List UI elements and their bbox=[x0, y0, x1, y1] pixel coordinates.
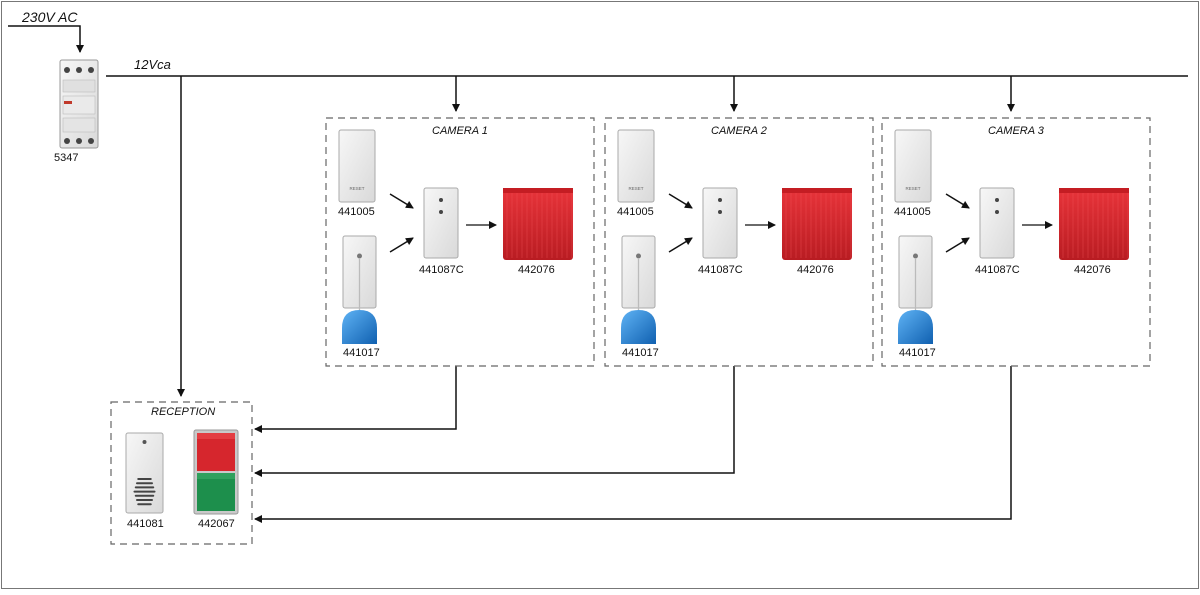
controller-code: 441087C bbox=[419, 264, 464, 276]
alarm-lamp-code: 442076 bbox=[1074, 264, 1111, 276]
alarm-lamp-code: 442076 bbox=[797, 264, 834, 276]
transformer-5347-icon bbox=[59, 59, 99, 149]
mains-input-line bbox=[8, 25, 84, 53]
mains-input-label: 230V AC bbox=[22, 9, 78, 25]
buzzer-code: 441081 bbox=[127, 518, 164, 530]
pull-switch-code: 441017 bbox=[622, 347, 659, 359]
pull-switch-code: 441017 bbox=[343, 347, 380, 359]
pull-cord-code: 441005 bbox=[894, 206, 931, 218]
reset-text: RESET bbox=[349, 186, 364, 191]
controller-code: 441087C bbox=[975, 264, 1020, 276]
reception-title: RECEPTION bbox=[151, 406, 216, 418]
signal-arrows bbox=[668, 193, 776, 253]
alarm-lamp-icon bbox=[503, 188, 573, 260]
return-lines bbox=[254, 366, 1012, 523]
controller-icon bbox=[702, 187, 738, 259]
transformer-code: 5347 bbox=[54, 152, 79, 164]
room-title: CAMERA 2 bbox=[711, 125, 767, 137]
alarm-lamp-icon bbox=[1059, 188, 1129, 260]
signal-arrows bbox=[945, 193, 1053, 253]
signal-lamp-icon bbox=[193, 429, 239, 515]
signal-arrows bbox=[389, 193, 497, 253]
pull-switch-icon bbox=[898, 235, 933, 344]
reset-text: RESET bbox=[628, 186, 643, 191]
room-title: CAMERA 3 bbox=[988, 125, 1044, 137]
room-frame-2: RESET bbox=[604, 117, 874, 367]
pull-cord-code: 441005 bbox=[338, 206, 375, 218]
controller-icon bbox=[979, 187, 1015, 259]
pull-switch-icon bbox=[621, 235, 656, 344]
alarm-lamp-icon bbox=[782, 188, 852, 260]
reset-text: RESET bbox=[905, 186, 920, 191]
pull-switch-icon bbox=[342, 235, 377, 344]
controller-code: 441087C bbox=[698, 264, 743, 276]
bus-12v-line bbox=[106, 75, 1188, 397]
bus-voltage-label: 12Vca bbox=[134, 57, 171, 72]
controller-icon bbox=[423, 187, 459, 259]
signal-lamp-code: 442067 bbox=[198, 518, 235, 530]
pull-cord-icon: RESET bbox=[338, 129, 376, 203]
reception-frame bbox=[110, 401, 253, 545]
room-title: CAMERA 1 bbox=[432, 125, 488, 137]
pull-cord-icon: RESET bbox=[617, 129, 655, 203]
pull-switch-code: 441017 bbox=[899, 347, 936, 359]
pull-cord-icon: RESET bbox=[894, 129, 932, 203]
room-frame-3: RESET bbox=[881, 117, 1151, 367]
room-frame-1: RESET bbox=[325, 117, 595, 367]
alarm-lamp-code: 442076 bbox=[518, 264, 555, 276]
pull-cord-code: 441005 bbox=[617, 206, 654, 218]
buzzer-icon bbox=[125, 432, 164, 514]
